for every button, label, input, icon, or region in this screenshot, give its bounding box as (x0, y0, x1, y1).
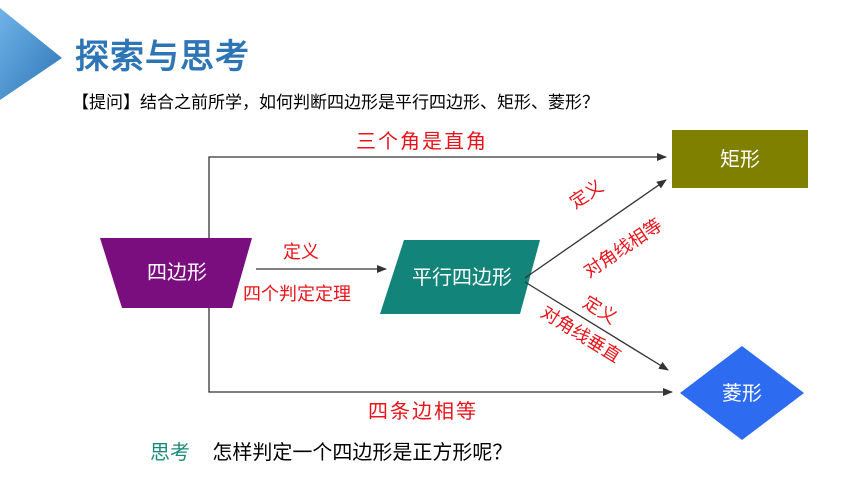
quadrilateral-node (100, 238, 252, 308)
rectangle-node (672, 130, 808, 188)
corner-arrow-decoration (0, 8, 62, 100)
arrow-parallelogram-to-rhombus (524, 281, 669, 371)
parallelogram-label: 平行四边形 (412, 265, 512, 289)
edge-label-four-theorems: 四个判定定理 (243, 284, 351, 305)
edge-label-definition: 定义 (283, 242, 319, 263)
parallelogram-node (380, 240, 540, 314)
think-keyword: 思考 (150, 440, 190, 464)
rhombus-label: 菱形 (722, 381, 762, 405)
think-prompt: 思考 怎样判定一个四边形是正方形呢？ (150, 438, 512, 466)
rhombus-node (680, 346, 804, 440)
edge-label-three-right-angles: 三个角是直角 (356, 129, 488, 153)
arrow-to-rectangle-direct (208, 153, 667, 238)
rectangle-label: 矩形 (720, 147, 760, 171)
think-question: 怎样判定一个四边形是正方形呢？ (212, 440, 513, 464)
arrow-to-rhombus-direct (208, 308, 673, 396)
page-title: 探索与思考 (75, 37, 250, 77)
question-text: 【提问】结合之前所学，如何判断四边形是平行四边形、矩形、菱形？ (72, 93, 599, 113)
quadrilateral-label: 四边形 (147, 260, 207, 284)
arrow-parallelogram-to-rectangle (524, 179, 667, 279)
edge-label-four-equal-sides: 四条边相等 (368, 399, 478, 423)
